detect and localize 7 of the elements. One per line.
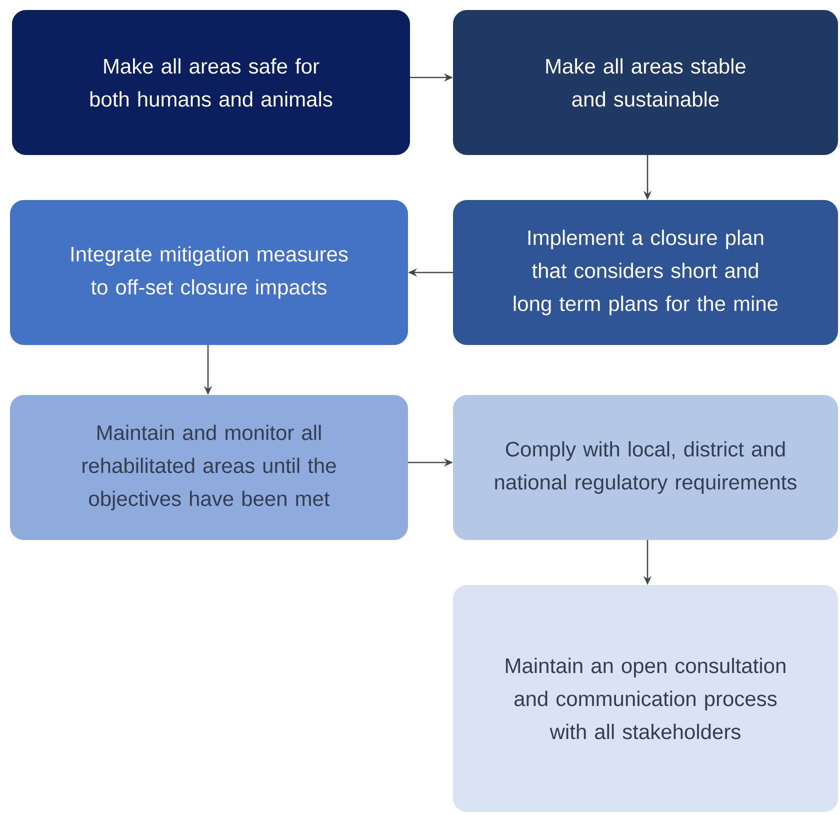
process-box: Make all areas stable and sustainable	[453, 10, 838, 155]
process-box: Comply with local, district and national regulatory requirements	[453, 395, 838, 540]
process-box: Implement a closure plan that considers short and long term plans for the mine	[453, 200, 838, 345]
process-box: Maintain and monitor all rehabilitated areas until the objectives have been met	[10, 395, 408, 540]
process-box: Maintain an open consultation and communication process with all stakeholders	[453, 585, 838, 812]
process-box: Make all areas safe for both humans and animals	[12, 10, 410, 155]
process-box: Integrate mitigation measures to off-set closure impacts	[10, 200, 408, 345]
